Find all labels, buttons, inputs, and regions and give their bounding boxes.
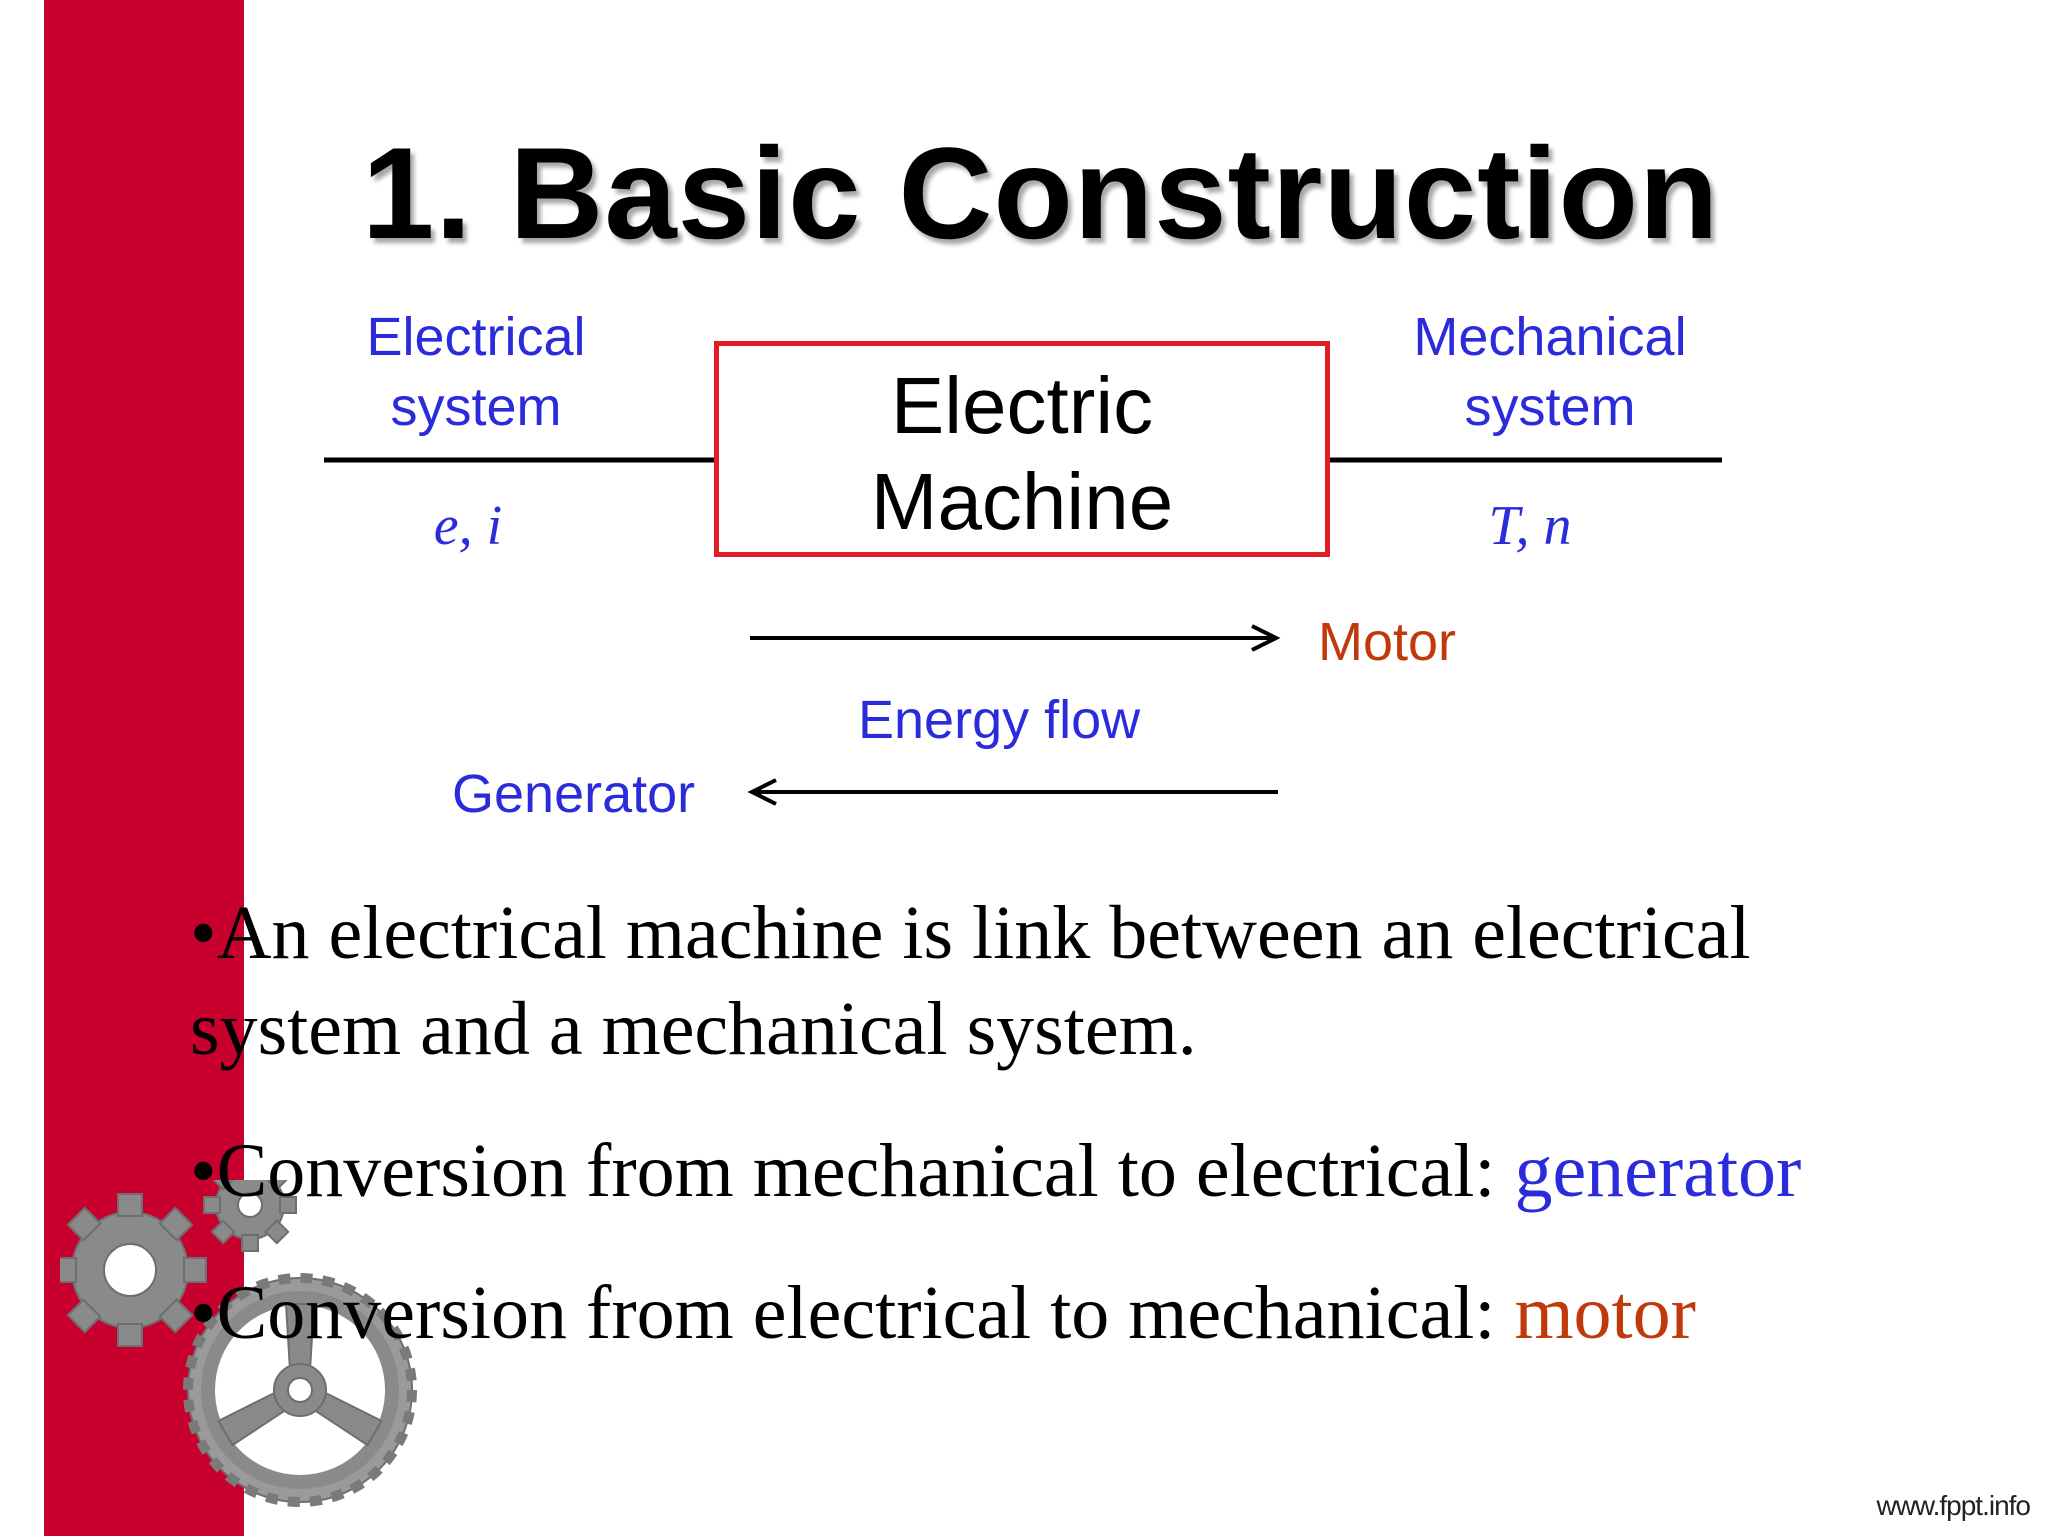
energy-flow-label: Energy flow xyxy=(858,690,1141,750)
slide-title: 1. Basic Construction xyxy=(362,120,1720,266)
motor-label: Motor xyxy=(1318,612,1457,672)
electrical-label-line1: Electrical xyxy=(366,307,586,367)
footer-url: www.fppt.info xyxy=(1876,1490,2031,1521)
bullet-text: •Conversion from mechanical to electrica… xyxy=(190,1129,1515,1213)
machine-label-line1: Electric xyxy=(890,361,1154,450)
highlight-motor: motor xyxy=(1514,1271,1696,1355)
machine-label-line2: Machine xyxy=(870,457,1174,546)
generator-label: Generator xyxy=(452,764,696,824)
highlight-generator: generator xyxy=(1514,1129,1802,1213)
motor-arrowhead xyxy=(1251,624,1281,652)
mechanical-variables: T, n xyxy=(1488,495,1572,557)
bullet-item: •Conversion from mechanical to electrica… xyxy=(190,1123,1950,1219)
generator-arrowhead xyxy=(747,778,777,806)
mechanical-system-label: Mechanical system xyxy=(1390,302,1710,442)
bullet-list: •An electrical machine is link between a… xyxy=(190,885,1950,1361)
bullet-text: •Conversion from electrical to mechanica… xyxy=(190,1271,1515,1355)
bullet-item: •Conversion from electrical to mechanica… xyxy=(190,1265,1950,1361)
electric-machine-box xyxy=(714,341,1330,557)
electrical-system-label: Electrical system xyxy=(336,302,616,442)
bullet-item: •An electrical machine is link between a… xyxy=(190,891,1751,1071)
electrical-variables: e, i xyxy=(433,495,503,557)
gears-icon xyxy=(60,1180,417,1507)
mechanical-label-line1: Mechanical xyxy=(1413,307,1687,367)
mechanical-label-line2: system xyxy=(1464,377,1636,437)
electrical-label-line2: system xyxy=(390,377,562,437)
electric-machine-label: Electric Machine xyxy=(714,358,1330,550)
